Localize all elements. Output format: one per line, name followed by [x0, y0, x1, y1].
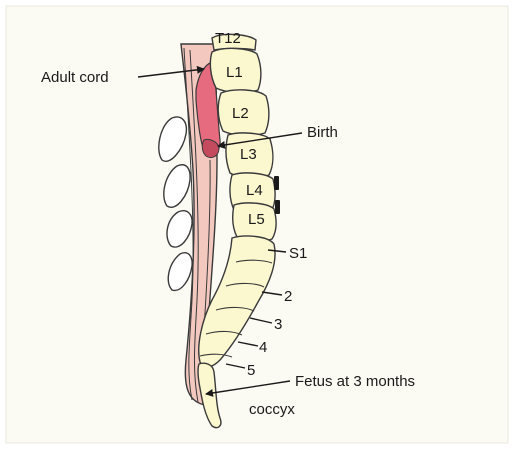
label-l4: L4: [246, 182, 263, 199]
label-adult-cord: Adult cord: [41, 69, 109, 86]
label-l5: L5: [248, 211, 265, 228]
label-s5: 5: [247, 362, 255, 379]
label-s1: S1: [289, 245, 307, 262]
label-l2: L2: [232, 105, 249, 122]
label-coccyx: coccyx: [249, 401, 295, 418]
label-fetus: Fetus at 3 months: [295, 373, 415, 390]
label-birth: Birth: [307, 124, 338, 141]
label-l1: L1: [226, 64, 243, 81]
label-t12: T12: [215, 30, 241, 47]
label-l3: L3: [240, 146, 257, 163]
label-s2: 2: [284, 288, 292, 305]
label-s3: 3: [274, 316, 282, 333]
label-s4: 4: [259, 339, 267, 356]
